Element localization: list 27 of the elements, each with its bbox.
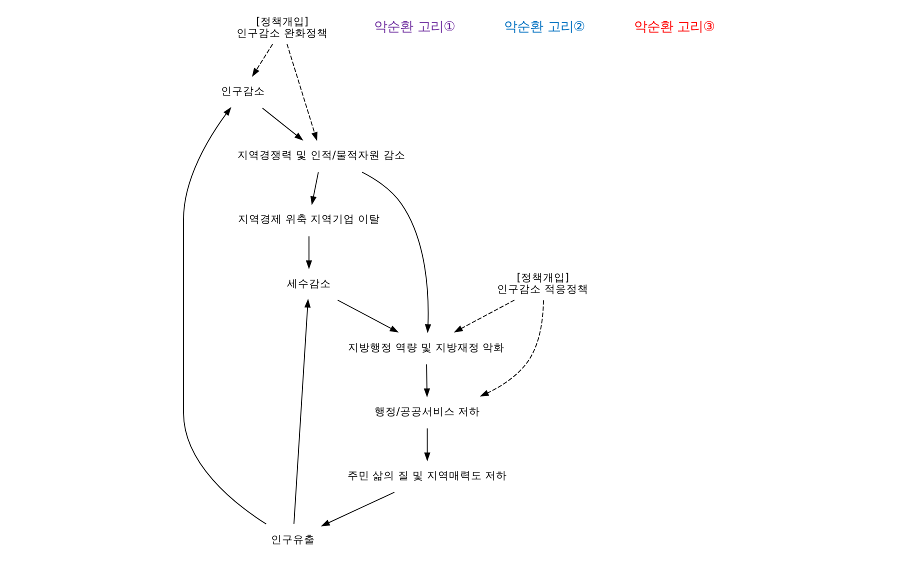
node-text: 세수감소 — [286, 276, 330, 290]
arrow — [453, 300, 514, 332]
arrow — [182, 106, 266, 524]
arrow — [424, 428, 430, 462]
node-text: 지역경쟁력 및 인적/물적자원 감소 — [237, 148, 405, 162]
arrow — [310, 172, 318, 206]
label: 악순환 고리① — [374, 20, 455, 35]
arrow — [423, 364, 430, 398]
node-text: 지역경제 위축 지역기업 이탈 — [237, 212, 380, 226]
arrow — [479, 300, 544, 397]
arrow — [292, 298, 310, 524]
arrow — [320, 492, 394, 526]
arrow — [286, 44, 317, 142]
node-text: 주민 삶의 질 및 지역매력도 저하 — [346, 468, 507, 482]
arrow — [262, 108, 303, 141]
node-text: [정책개입] 인구감소 적응정책 — [496, 270, 588, 296]
label: 악순환 고리③ — [633, 20, 715, 35]
label: 악순환 고리② — [504, 20, 585, 35]
node-text: [정책개입] 인구감소 완화정책 — [236, 14, 328, 40]
arrow — [305, 236, 312, 270]
node-text: 인구감소 — [220, 84, 265, 98]
node-text: 인구유출 — [270, 532, 314, 546]
arrow — [336, 300, 398, 332]
node-text: 행정/공공서비스 저하 — [374, 404, 480, 418]
arrow — [252, 44, 273, 77]
node-text: 지방행정 역량 및 지방재정 악화 — [348, 340, 504, 354]
arrow — [361, 172, 431, 334]
